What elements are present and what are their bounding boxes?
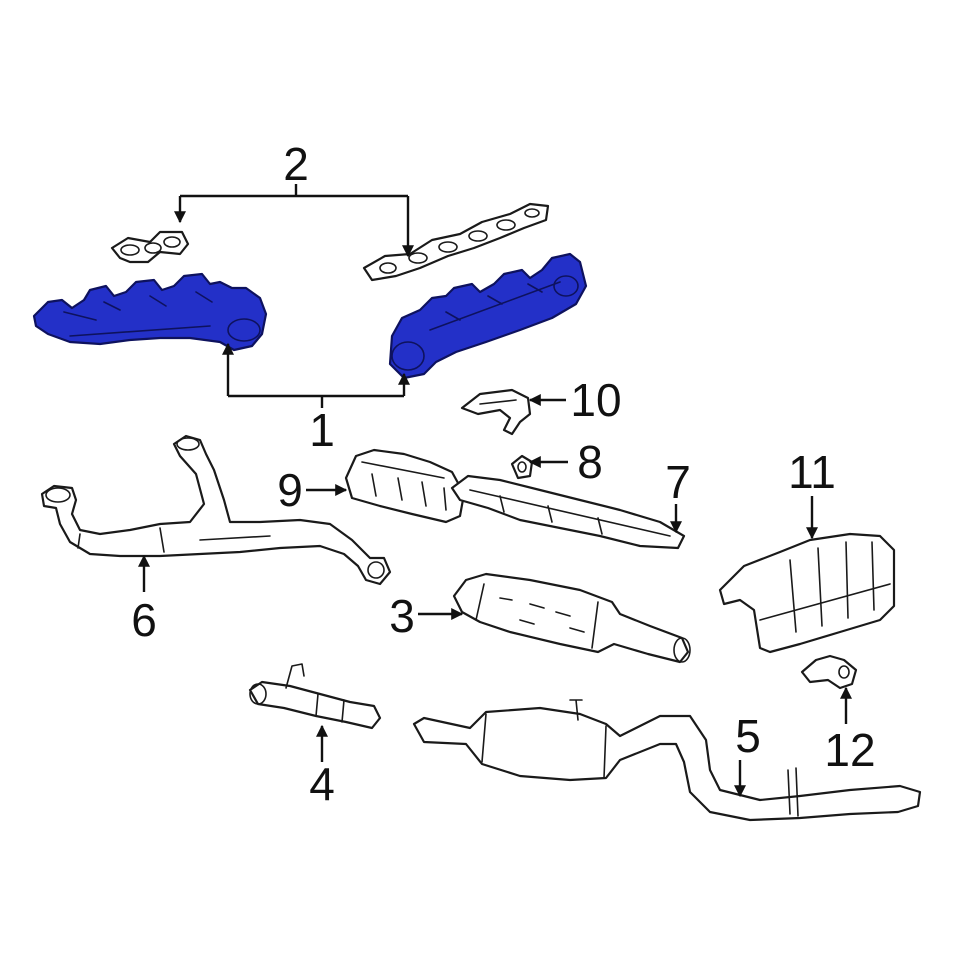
callout-4: 4 xyxy=(309,758,335,810)
heat-shield-9 xyxy=(344,448,466,524)
exhaust-manifold-left xyxy=(32,272,268,352)
callout-8: 8 xyxy=(577,436,603,488)
callout-2: 2 xyxy=(283,138,309,190)
heat-shield-7 xyxy=(450,474,686,550)
callout-3: 3 xyxy=(389,590,415,642)
callout-10: 10 xyxy=(570,374,621,426)
gasket-left xyxy=(110,230,190,264)
heat-shield-11 xyxy=(718,532,896,654)
callout-11: 11 xyxy=(788,446,836,498)
callout-6: 6 xyxy=(131,594,157,646)
gasket-right xyxy=(362,202,550,282)
leader-2 xyxy=(174,184,414,258)
hanger-12 xyxy=(800,654,858,690)
clamp-8 xyxy=(510,454,534,480)
catalytic-converter-3 xyxy=(452,572,691,664)
exhaust-manifold-right xyxy=(388,252,588,380)
y-pipe-6 xyxy=(40,434,392,586)
callout-7: 7 xyxy=(665,456,691,508)
callout-12: 12 xyxy=(824,724,875,776)
pipe-4 xyxy=(248,663,382,730)
muffler-assembly-5 xyxy=(412,699,922,822)
callout-1: 1 xyxy=(309,404,335,456)
callout-9: 9 xyxy=(277,464,303,516)
leader-1 xyxy=(222,342,410,408)
callout-5: 5 xyxy=(735,710,761,762)
bracket-10 xyxy=(460,388,532,436)
